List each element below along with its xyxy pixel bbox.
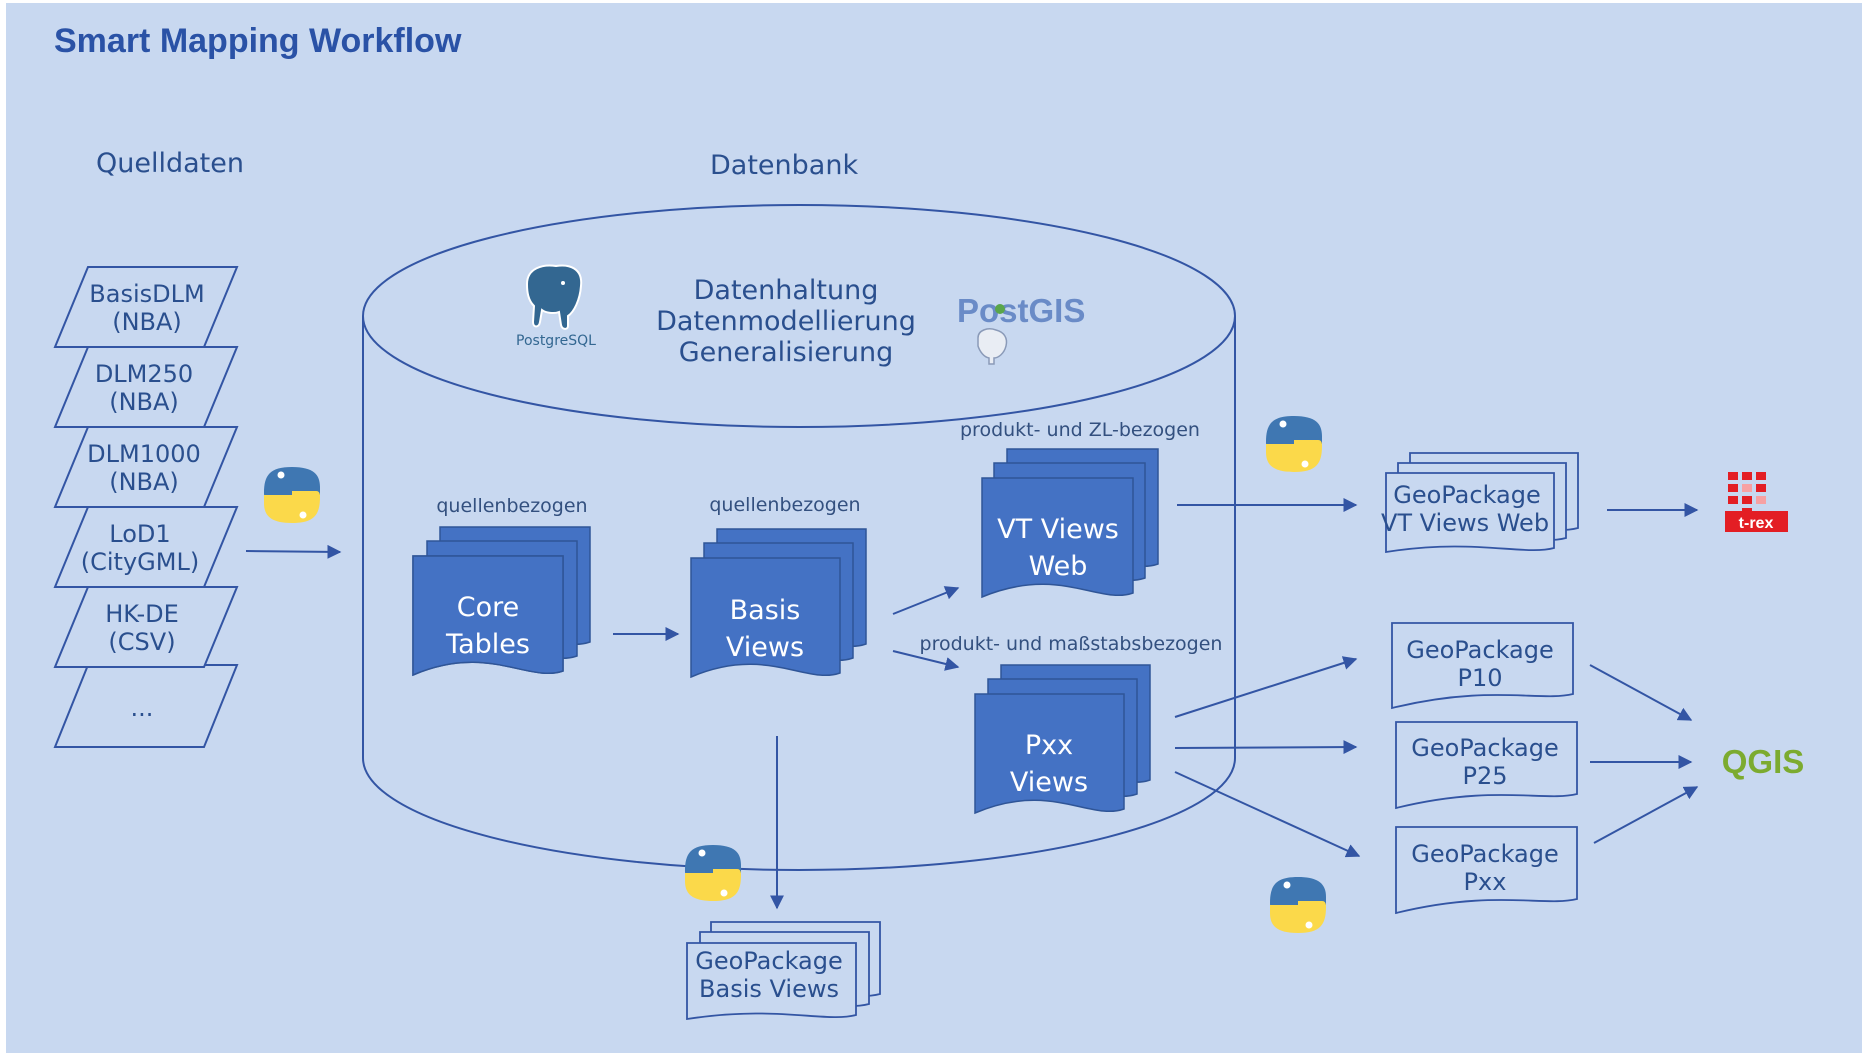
- source-label-line1: BasisDLM: [89, 280, 204, 308]
- python-icon: [264, 467, 320, 523]
- page-title: Smart Mapping Workflow: [54, 22, 462, 60]
- basis-views-stack: [690, 528, 867, 679]
- arrow-pxx-to-p25: [1174, 740, 1358, 755]
- basis-views-label-line1: Basis: [730, 595, 801, 626]
- vt-views-label-line2: Web: [1029, 551, 1088, 582]
- basis-views-label-line2: Views: [726, 632, 804, 663]
- core-tables-label-line1: Core: [457, 592, 520, 623]
- arrow-pxx-to-qgis: [1593, 786, 1699, 844]
- database-cylinder: [362, 204, 1236, 871]
- db-function-3: Generalisierung: [679, 337, 894, 368]
- basis-views-caption: quellenbezogen: [709, 494, 860, 516]
- source-layer-dlm250: [53, 346, 239, 428]
- gpkg-basis-views: [686, 921, 881, 1021]
- gpkg-pxx-line2: Pxx: [1464, 868, 1507, 896]
- core-tables-doc: [412, 555, 564, 677]
- source-layer-hkde: [53, 586, 239, 668]
- arrow-pxx-to-p10: [1174, 656, 1358, 718]
- arrow-basis-to-vt: [892, 586, 960, 615]
- postgresql-elephant-icon: [525, 264, 583, 330]
- postgresql-logo-text: PostgreSQL: [516, 333, 596, 349]
- db-function-2: Datenmodellierung: [656, 306, 916, 337]
- trex-icon: [1728, 472, 1766, 512]
- python-icon: [1270, 877, 1326, 933]
- gpkg-vt-line2: VT Views Web: [1381, 509, 1549, 537]
- source-layer-more: [53, 664, 239, 748]
- slide-background: [6, 3, 1862, 1053]
- postgis-logo-text: PostGIS: [957, 292, 1085, 329]
- vt-views-caption: produkt- und ZL-bezogen: [960, 419, 1200, 441]
- db-function-1: Datenhaltung: [694, 275, 879, 306]
- source-layer-stack: [53, 266, 239, 748]
- arrow-sources-to-db: [245, 544, 342, 559]
- source-label-line1: DLM1000: [87, 440, 201, 468]
- gpkg-p10: [1391, 622, 1574, 710]
- source-label-line1: DLM250: [95, 360, 193, 388]
- gpkg-p25-line1: GeoPackage: [1411, 734, 1559, 762]
- arrow-basis-to-pxx: [892, 650, 960, 671]
- arrow-pxx-to-pxxgpkg: [1174, 771, 1361, 858]
- gpkg-pxx-line1: GeoPackage: [1411, 840, 1559, 868]
- source-label-line2: (NBA): [109, 468, 179, 496]
- postgis-logo: PostGIS: [957, 292, 1085, 365]
- gpkg-p10-line2: P10: [1457, 664, 1502, 692]
- source-header: Quelldaten: [96, 148, 244, 179]
- database-header: Datenbank: [710, 150, 858, 181]
- core-tables-label-line2: Tables: [445, 629, 530, 660]
- source-layer-basisdlm: [53, 266, 239, 348]
- source-label-line1: HK-DE: [105, 600, 179, 628]
- source-label-line2: (CityGML): [81, 548, 199, 576]
- source-layer-dlm1000: [53, 426, 239, 508]
- gpkg-p10-line1: GeoPackage: [1406, 636, 1554, 664]
- postgis-elephant-icon: [977, 304, 1008, 365]
- postgresql-logo: PostgreSQL: [516, 264, 596, 349]
- vt-views-label-line1: VT Views: [997, 514, 1119, 545]
- gpkg-p25: [1395, 721, 1578, 810]
- gpkg-basis-line2: Basis Views: [699, 975, 839, 1003]
- python-icon: [685, 845, 741, 901]
- arrow-p10-to-qgis: [1589, 664, 1693, 721]
- source-label-line2: (NBA): [109, 388, 179, 416]
- trex-logo: t-rex: [1725, 472, 1788, 532]
- source-label-line2: (NBA): [112, 308, 182, 336]
- pxx-views-caption: produkt- und maßstabsbezogen: [920, 633, 1223, 655]
- gpkg-pxx: [1395, 826, 1578, 915]
- trex-logo-text: t-rex: [1739, 515, 1774, 532]
- pxx-views-stack: [974, 664, 1151, 815]
- vt-views-stack: [981, 448, 1159, 599]
- pxx-views-label-line1: Pxx: [1025, 730, 1073, 761]
- source-label-more: ...: [131, 694, 154, 722]
- core-tables-stack: [412, 526, 591, 677]
- qgis-logo: QGIS: [1722, 743, 1805, 780]
- gpkg-p25-line2: P25: [1462, 762, 1507, 790]
- source-label-line1: LoD1: [109, 520, 170, 548]
- source-layer-lod1: [53, 506, 239, 588]
- gpkg-vt-views: [1385, 452, 1579, 554]
- source-label-line2: (CSV): [108, 628, 175, 656]
- python-icon: [1266, 416, 1322, 472]
- core-tables-caption: quellenbezogen: [436, 495, 587, 517]
- pxx-views-label-line2: Views: [1010, 767, 1088, 798]
- gpkg-basis-line1: GeoPackage: [695, 947, 843, 975]
- gpkg-vt-line1: GeoPackage: [1393, 481, 1541, 509]
